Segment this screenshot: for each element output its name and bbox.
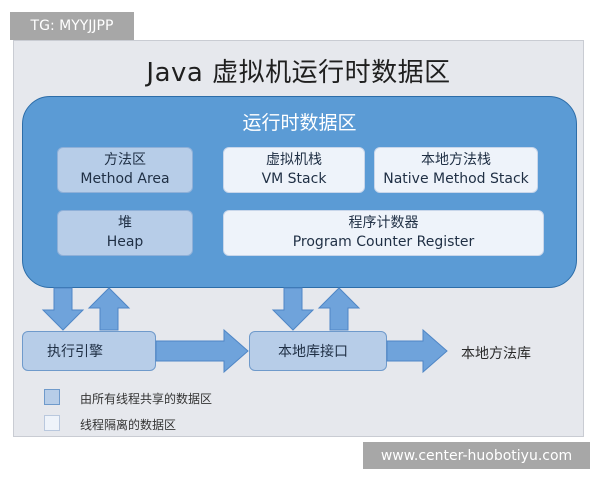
right-arrow-icon: [155, 328, 249, 374]
legend-private-label: 线程隔离的数据区: [80, 418, 177, 432]
engine-to-interface-arrow: [155, 328, 249, 374]
native-method-stack-en: Native Method Stack: [383, 171, 529, 187]
program-counter-box: 程序计数器 Program Counter Register: [223, 210, 544, 256]
down-arrow-icon: [41, 287, 85, 331]
method-area-zh: 方法区: [104, 152, 146, 168]
watermark-bottom: www.center-huobotiyu.com: [363, 442, 590, 469]
native-method-stack-zh: 本地方法栈: [421, 152, 491, 168]
engine-data-arrows: [41, 287, 131, 331]
native-interface-label: 本地库接口: [278, 344, 348, 360]
program-counter-zh: 程序计数器: [348, 215, 419, 231]
runtime-data-area-label: 运行时数据区: [242, 112, 357, 134]
up-arrow-icon: [87, 287, 131, 331]
interface-data-arrows: [271, 287, 361, 331]
program-counter-en: Program Counter Register: [292, 234, 475, 250]
diagram-title: Java 虚拟机运行时数据区: [146, 58, 451, 88]
vm-stack-box: 虚拟机栈 VM Stack: [223, 147, 365, 193]
method-area-en: Method Area: [80, 171, 170, 187]
watermark-top: TG: MYYJJPP: [10, 12, 134, 40]
vm-stack-en: VM Stack: [261, 171, 327, 187]
execution-engine-box: 执行引擎: [22, 331, 156, 371]
native-method-stack-box: 本地方法栈 Native Method Stack: [374, 147, 538, 193]
legend-private-swatch: [44, 415, 60, 431]
legend-shared-swatch: [44, 389, 60, 405]
native-interface-box: 本地库接口: [249, 331, 387, 371]
vm-stack-zh: 虚拟机栈: [266, 152, 322, 168]
method-area-box: 方法区 Method Area: [57, 147, 193, 193]
native-library-label: 本地方法库: [461, 346, 531, 362]
right-arrow-icon: [386, 328, 448, 374]
heap-box: 堆 Heap: [57, 210, 193, 256]
legend-shared-label: 由所有线程共享的数据区: [80, 392, 213, 406]
heap-zh: 堆: [118, 215, 132, 231]
execution-engine-label: 执行引擎: [47, 344, 103, 360]
heap-en: Heap: [106, 234, 144, 250]
down-arrow-icon: [271, 287, 315, 331]
up-arrow-icon: [317, 287, 361, 331]
interface-to-library-arrow: [386, 328, 448, 374]
